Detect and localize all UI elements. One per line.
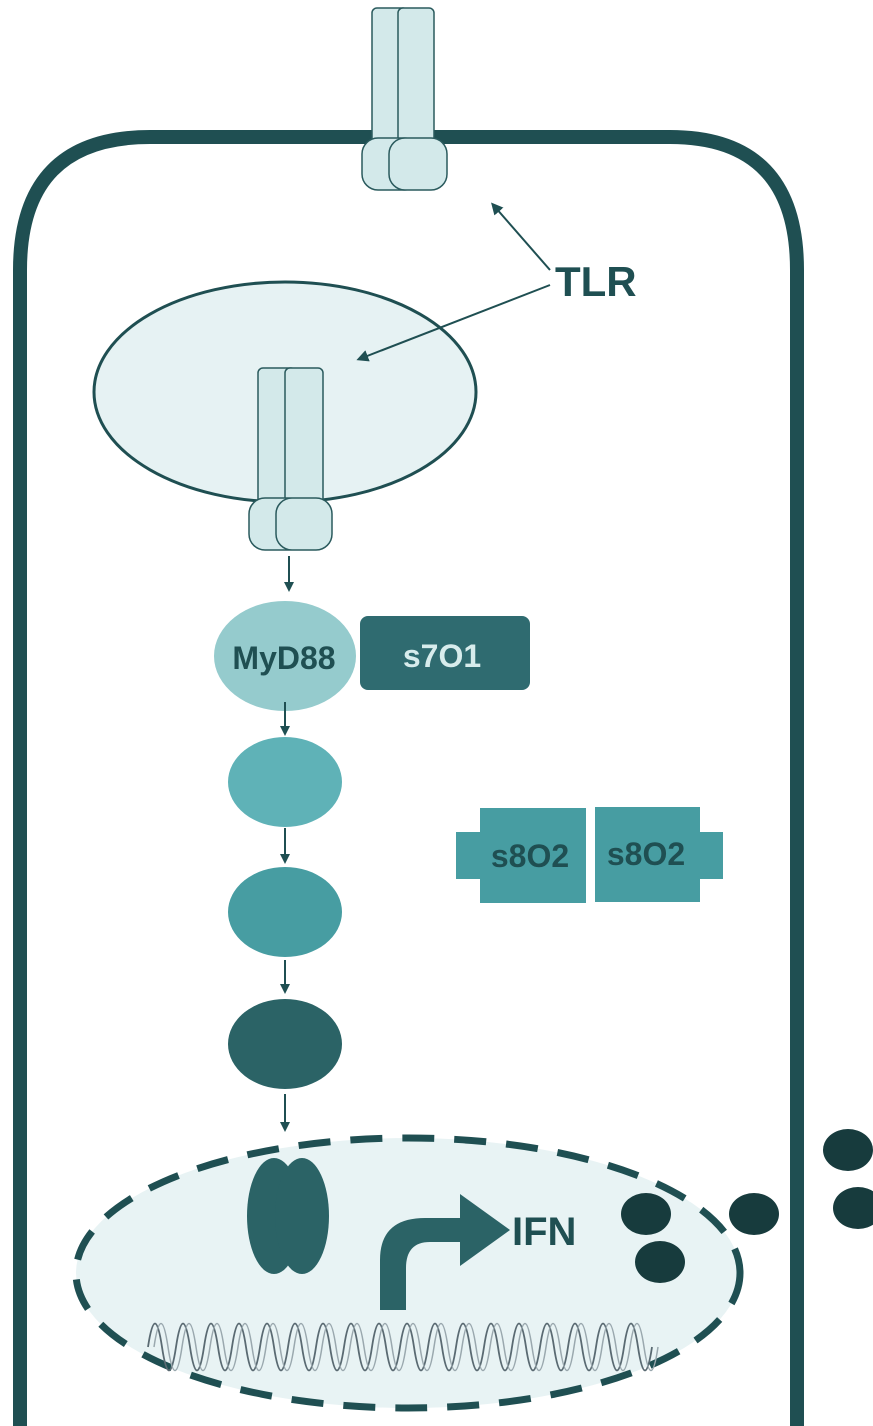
ifn-molecules — [621, 1129, 873, 1283]
ifn-label: IFN — [512, 1210, 576, 1254]
signaling-node-3 — [228, 999, 342, 1089]
ifn-molecule-icon — [833, 1187, 873, 1229]
s7o1-label: s7O1 — [403, 638, 481, 674]
signaling-node-2 — [228, 867, 342, 957]
surface-receptor-icon — [361, 7, 448, 191]
tlr-pointer-surface — [491, 202, 551, 271]
ifn-molecule-icon — [823, 1129, 873, 1171]
ifn-molecule-icon — [729, 1193, 779, 1235]
signaling-node-1 — [228, 737, 342, 827]
transcription-arrow-icon — [380, 1194, 510, 1310]
endosomal-receptor-icon — [248, 367, 333, 551]
s8o2-right-label: s8O2 — [607, 836, 685, 872]
dna-icon — [147, 1322, 659, 1372]
ifn-molecule-icon — [635, 1241, 685, 1283]
myd88-label: MyD88 — [232, 640, 335, 676]
s8o2-left-node — [456, 808, 586, 903]
s7o1-node — [360, 616, 530, 690]
ifn-molecule-icon — [621, 1193, 671, 1235]
nucleus-icon — [72, 1134, 744, 1412]
tlr-label: TLR — [555, 258, 637, 305]
s8o2-left-label: s8O2 — [491, 838, 569, 874]
tlr-pointer-endosome — [356, 284, 551, 362]
s8o2-dimer — [456, 807, 723, 903]
transcription-factor-icon — [247, 1158, 329, 1274]
myd88-node — [214, 601, 356, 711]
s8o2-right-node — [595, 807, 723, 902]
